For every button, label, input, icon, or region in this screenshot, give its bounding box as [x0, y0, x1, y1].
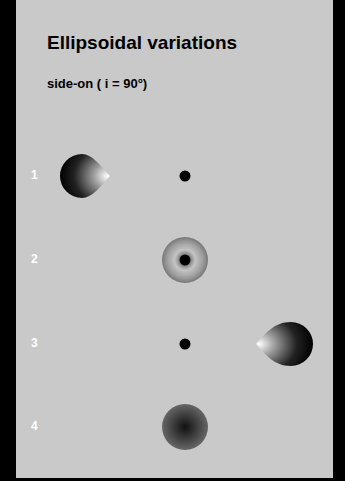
- row-number: 1: [31, 168, 38, 182]
- star-end-on: [162, 404, 208, 450]
- distorted-star: [256, 322, 313, 366]
- row-number: 2: [31, 252, 38, 266]
- row-number: 4: [31, 419, 38, 433]
- view-label: side-on ( i = 90°): [47, 76, 147, 91]
- star-end-on: [162, 237, 208, 283]
- companion-dot: [180, 339, 191, 350]
- row-number: 3: [31, 336, 38, 350]
- companion-dot: [180, 255, 191, 266]
- companion-dot: [180, 171, 191, 182]
- background-panel: [16, 0, 333, 478]
- distorted-star: [60, 154, 110, 198]
- diagram-title: Ellipsoidal variations: [47, 32, 237, 54]
